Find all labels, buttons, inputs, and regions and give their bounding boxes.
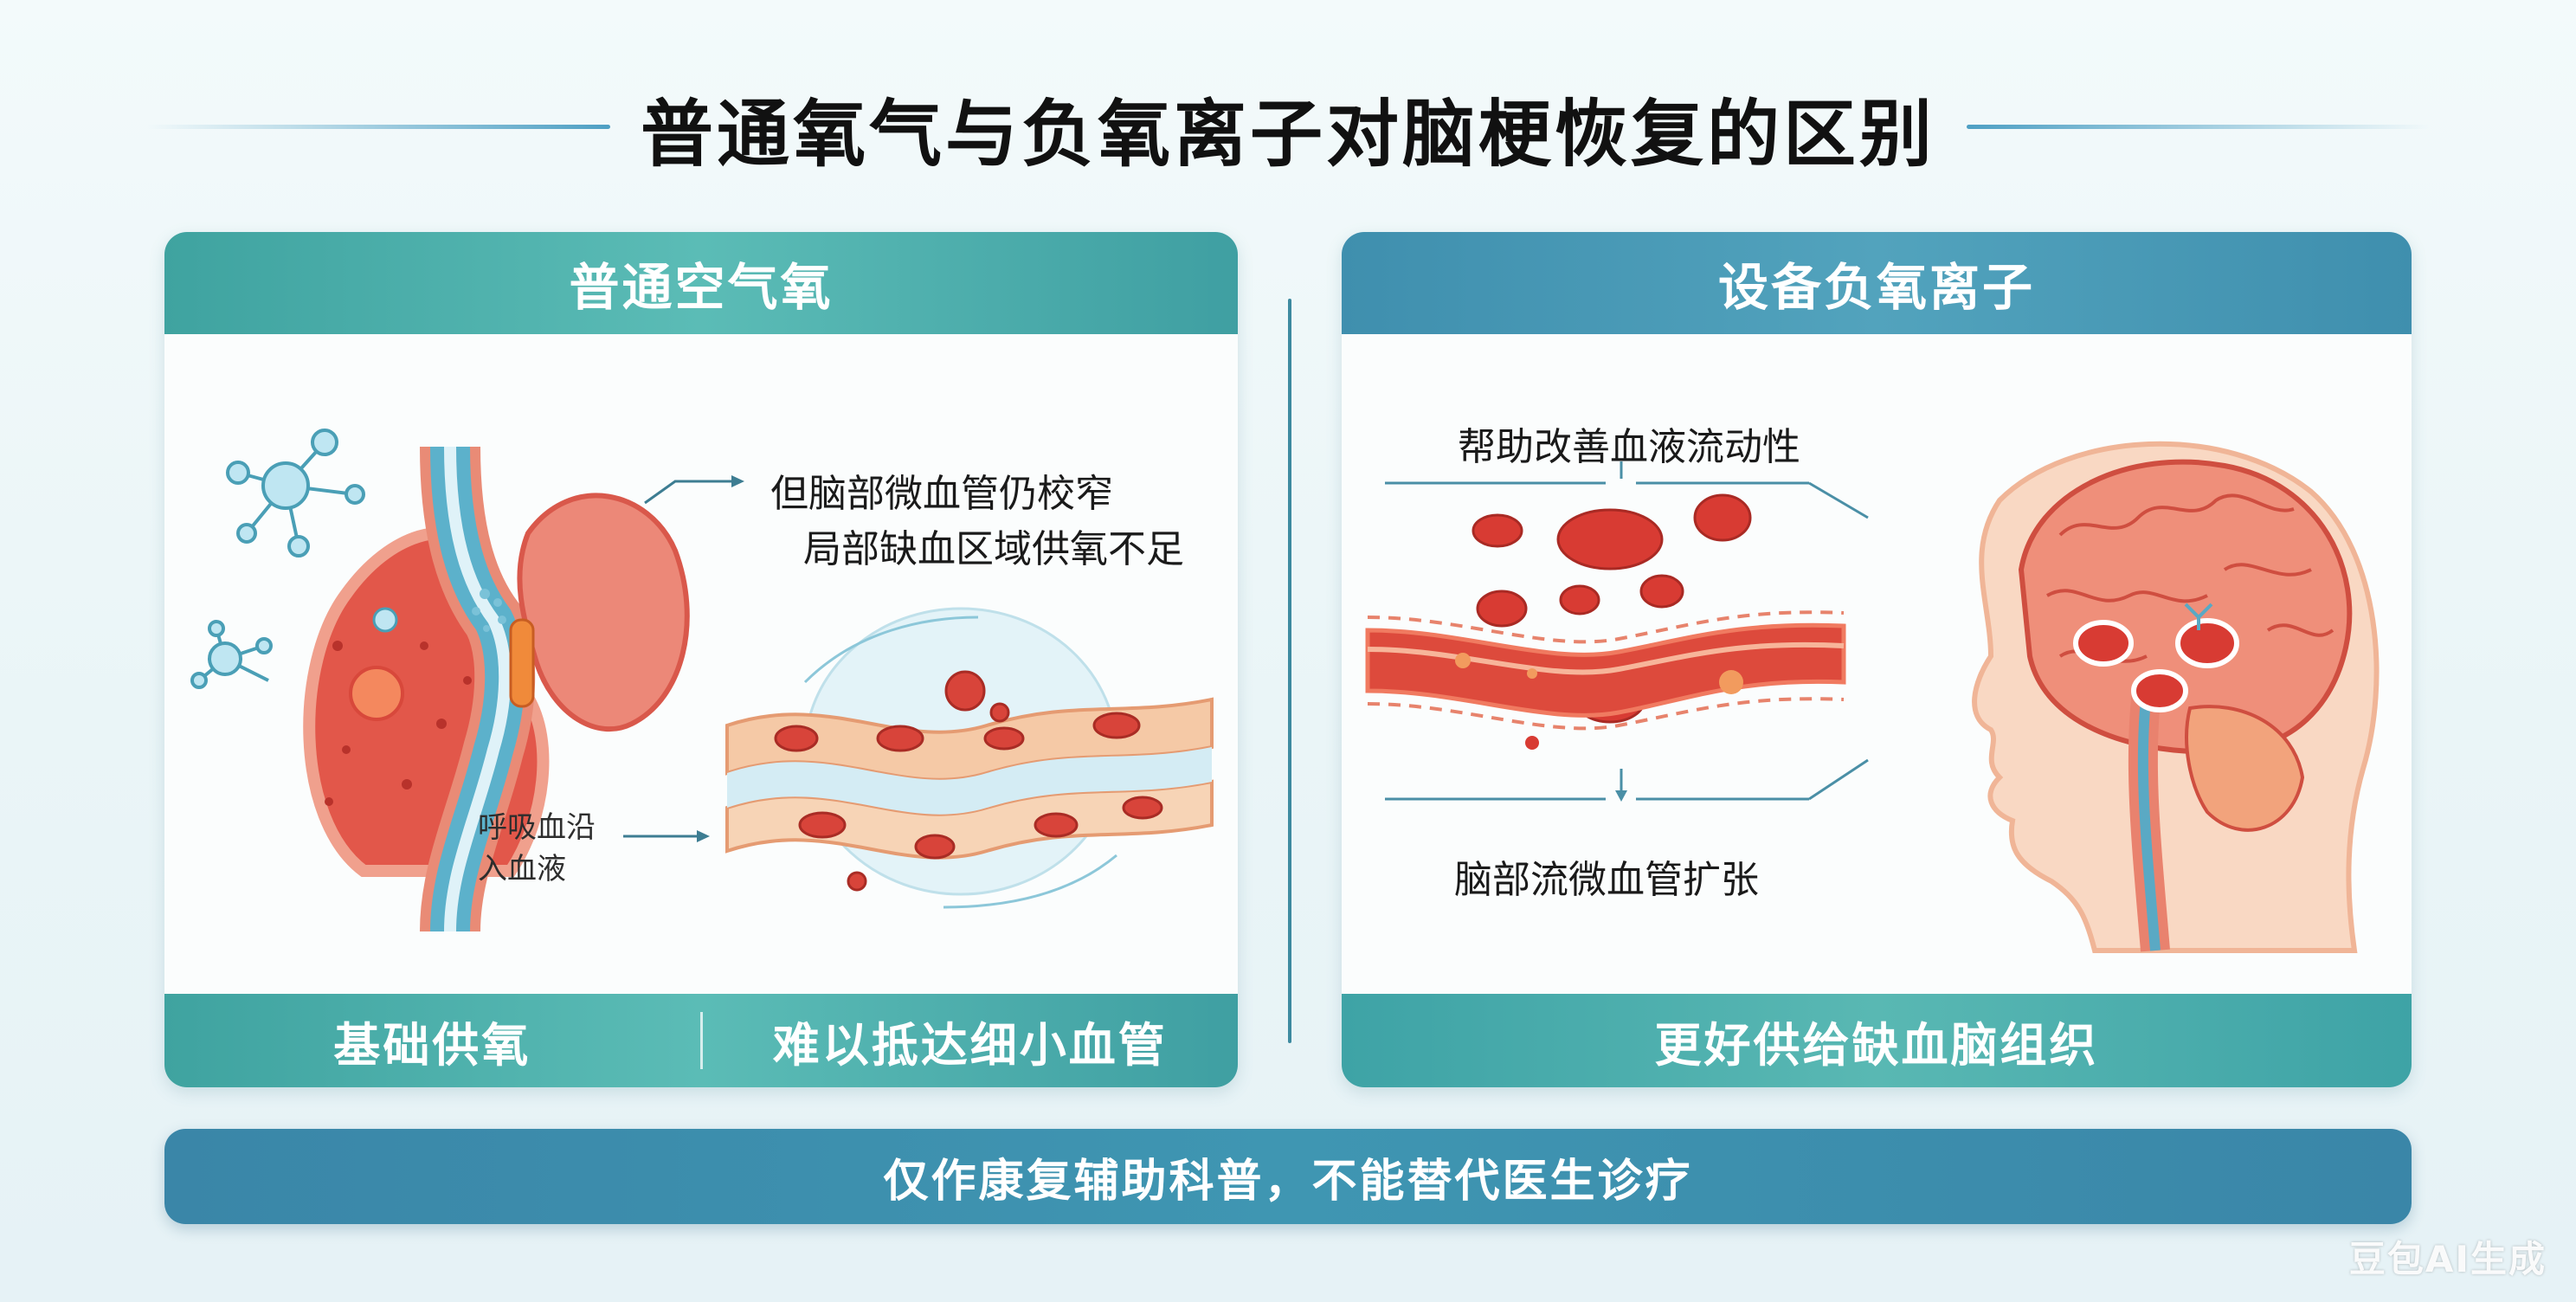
disclaimer-text: 仅作康复辅助科普，不能替代医生诊疗 xyxy=(883,1155,1693,1208)
label-vessel-dilation: 脑部流微血管扩张 xyxy=(1454,858,1759,902)
disclaimer-bar: 仅作康复辅助科普，不能替代医生诊疗 xyxy=(164,1129,2412,1224)
label-breathe-line2: 入血液 xyxy=(478,852,566,886)
head-brain-illustration xyxy=(1972,441,2380,953)
label-breathe-into-blood: 呼吸血沿 入血液 xyxy=(478,807,599,890)
ai-watermark: 豆包AI生成 xyxy=(2348,1238,2547,1280)
title-decor-line-right xyxy=(1967,125,2430,129)
label-breathe-line1: 呼吸血沿 xyxy=(478,810,596,845)
page-title: 普通氧气与负氧离子对脑梗恢复的区别 xyxy=(640,92,1935,177)
footer-divider xyxy=(699,1012,703,1069)
narrow-vessel-illustration xyxy=(725,607,1214,909)
left-panel: 普通空气氧 xyxy=(164,232,1238,1087)
label-improve-blood-flow: 帮助改善血液流动性 xyxy=(1458,425,1800,469)
label-insufficient-oxygen: 局部缺血区域供氧不足 xyxy=(803,527,1184,571)
left-panel-footer: 基础供氧 难以抵达细小血管 xyxy=(164,994,1238,1087)
footer-hard-to-reach: 难以抵达细小血管 xyxy=(772,1017,1168,1073)
panel-divider xyxy=(1288,299,1291,1043)
title-decor-line-left xyxy=(147,125,610,129)
right-panel: 设备负氧离子 xyxy=(1342,232,2412,1087)
label-narrow-vessels: 但脑部微血管仍校窄 xyxy=(770,472,1113,516)
right-panel-footer: 更好供给缺血脑组织 xyxy=(1342,994,2412,1087)
oxygen-molecule-icon xyxy=(190,429,365,689)
footer-basic-oxygen: 基础供氧 xyxy=(333,1017,531,1073)
left-panel-header: 普通空气氧 xyxy=(164,232,1238,334)
dilated-vessel-illustration xyxy=(1365,461,1869,802)
lungs-illustration xyxy=(190,429,744,932)
right-panel-header: 设备负氧离子 xyxy=(1342,232,2412,334)
